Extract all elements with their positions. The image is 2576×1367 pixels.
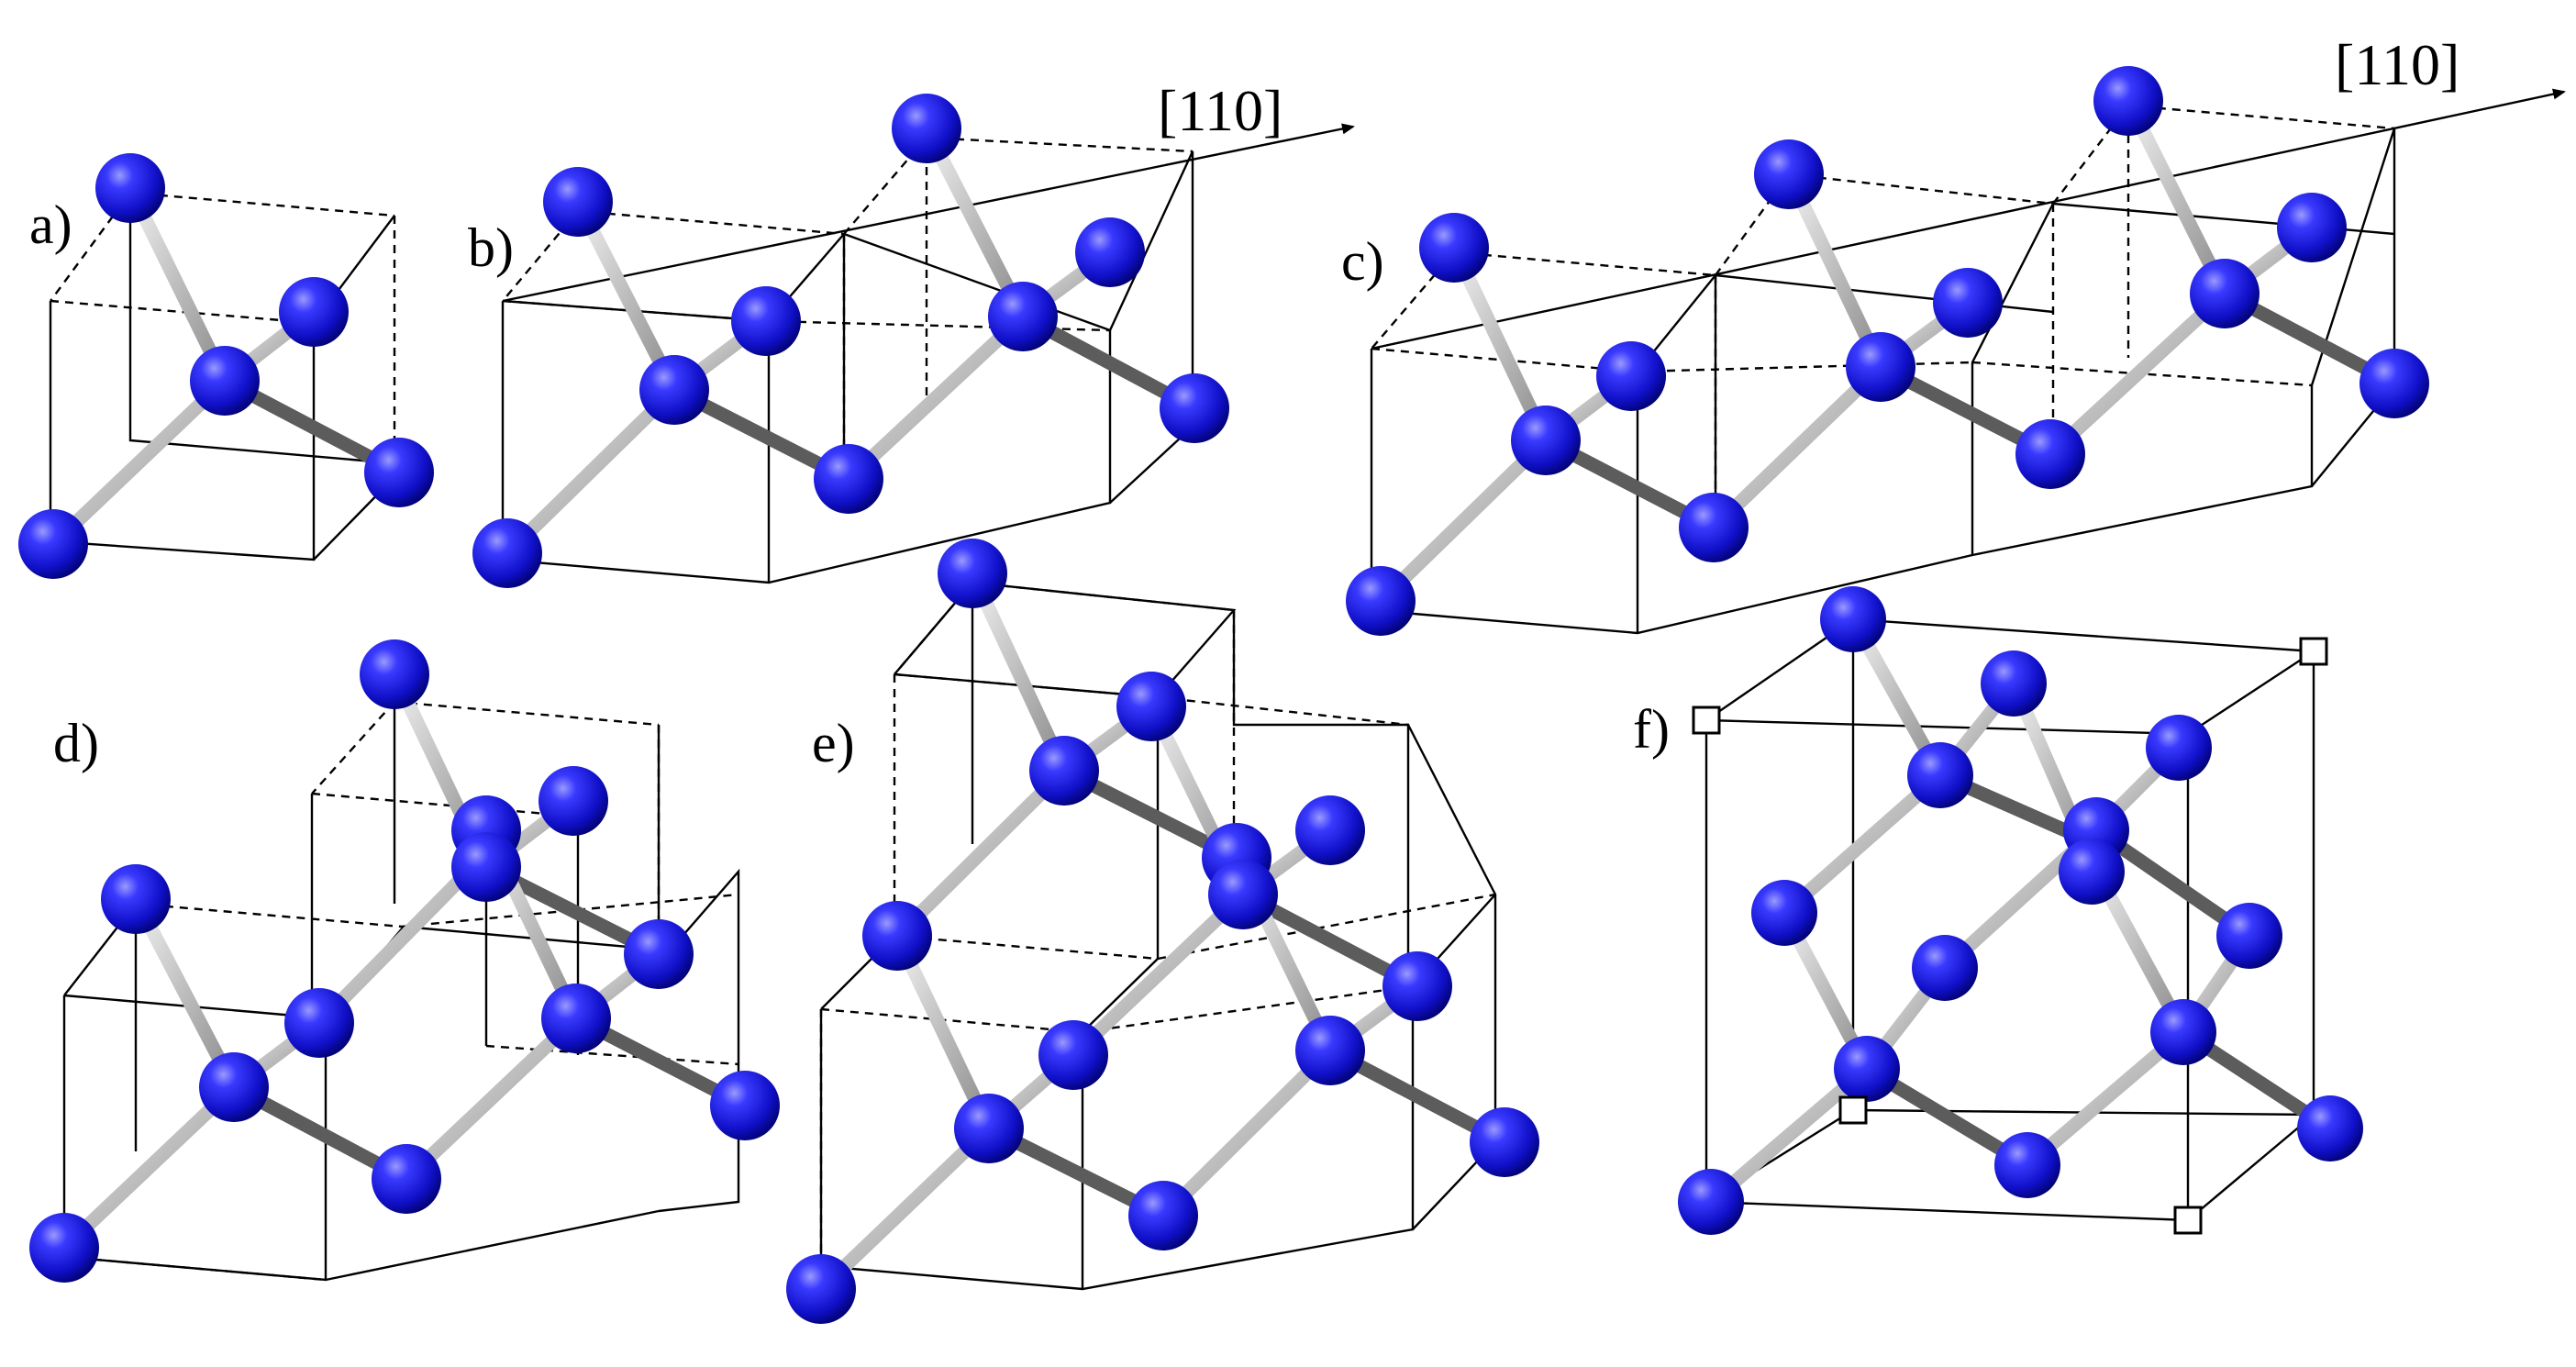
atom [1419, 213, 1489, 283]
atom [1751, 880, 1817, 946]
atom [2093, 66, 2163, 136]
atom [710, 1071, 780, 1140]
panel-e: e) [786, 539, 1539, 1324]
atom [472, 518, 542, 588]
atom [1128, 1181, 1198, 1250]
panel-d-label: d) [53, 713, 99, 773]
atom [1912, 935, 1978, 1001]
atom [1834, 1036, 1900, 1102]
atom [190, 346, 260, 416]
atom [1295, 795, 1365, 865]
atom [29, 1213, 99, 1283]
atom [1679, 493, 1749, 562]
atom [1295, 1016, 1365, 1085]
panel-c-direction-label: [110] [2335, 32, 2459, 97]
atom [1382, 951, 1452, 1021]
panel-b-direction: [110] [502, 78, 1355, 303]
corner-marker-icon [1692, 706, 1721, 735]
atom [279, 277, 349, 347]
atom [1678, 1169, 1744, 1235]
atom [1933, 268, 2003, 338]
atom [814, 444, 883, 514]
panel-b: b) [110] [468, 78, 1355, 588]
atom [2216, 903, 2282, 969]
atom [1846, 332, 1915, 402]
atom [1470, 1107, 1539, 1177]
atom [1075, 217, 1145, 287]
panel-f-atoms [1678, 586, 2363, 1235]
atom [1511, 406, 1581, 475]
atom [2146, 715, 2212, 781]
atom [1994, 1132, 2060, 1198]
atom [360, 639, 429, 709]
atom [364, 438, 434, 507]
atom [1346, 566, 1416, 636]
atom [624, 919, 694, 989]
atom [639, 355, 709, 425]
atom [451, 832, 521, 902]
atom [892, 94, 961, 163]
panel-b-label: b) [468, 217, 514, 278]
panel-c-direction: [110] [1371, 32, 2566, 350]
atom [2059, 839, 2125, 905]
atom [2190, 259, 2260, 328]
atom [541, 984, 611, 1053]
atom [2277, 193, 2347, 262]
panel-d-atoms [29, 639, 780, 1283]
corner-marker-icon [1838, 1095, 1868, 1125]
atom [2297, 1095, 2363, 1161]
panel-a-label: a) [29, 194, 72, 255]
panel-d: d) [29, 639, 780, 1283]
panel-c-atoms [1346, 66, 2429, 636]
atom [954, 1094, 1024, 1163]
atom [101, 864, 171, 934]
atom [2015, 419, 2085, 489]
panel-b-direction-label: [110] [1158, 78, 1282, 143]
panel-f-label: f) [1633, 699, 1670, 760]
atom [284, 988, 354, 1058]
atom [95, 153, 165, 223]
panel-a-atoms [18, 153, 434, 579]
corner-marker-icon [2173, 1206, 2203, 1235]
panel-f: f) [1633, 586, 2363, 1235]
atom [2359, 349, 2429, 418]
atom [1820, 586, 1886, 652]
atom [1116, 672, 1186, 741]
panel-f-corner-markers [1692, 637, 2328, 1235]
atom [199, 1052, 269, 1122]
atom [18, 509, 88, 579]
atom [539, 766, 608, 836]
panel-c-label: c) [1341, 231, 1384, 292]
atom [731, 286, 801, 356]
atom [1029, 736, 1099, 806]
atom [1596, 341, 1666, 411]
atom [938, 539, 1007, 608]
panel-a-cell [49, 191, 396, 561]
panel-c: c) [110] [1341, 32, 2566, 636]
atom [1907, 742, 1973, 808]
atom [862, 901, 932, 971]
atom [1208, 860, 1278, 929]
atom [372, 1144, 441, 1214]
atom [786, 1254, 856, 1324]
atom [1160, 373, 1229, 443]
atom [543, 167, 613, 237]
panel-e-atoms [786, 539, 1539, 1324]
atom [988, 282, 1058, 351]
panel-b-atoms [472, 94, 1229, 588]
atom [1038, 1020, 1108, 1090]
panel-a: a) [18, 153, 434, 579]
corner-marker-icon [2299, 637, 2328, 666]
panel-e-label: e) [812, 713, 855, 773]
atom [2150, 999, 2216, 1065]
atom [1754, 139, 1824, 209]
atom [1981, 650, 2047, 717]
